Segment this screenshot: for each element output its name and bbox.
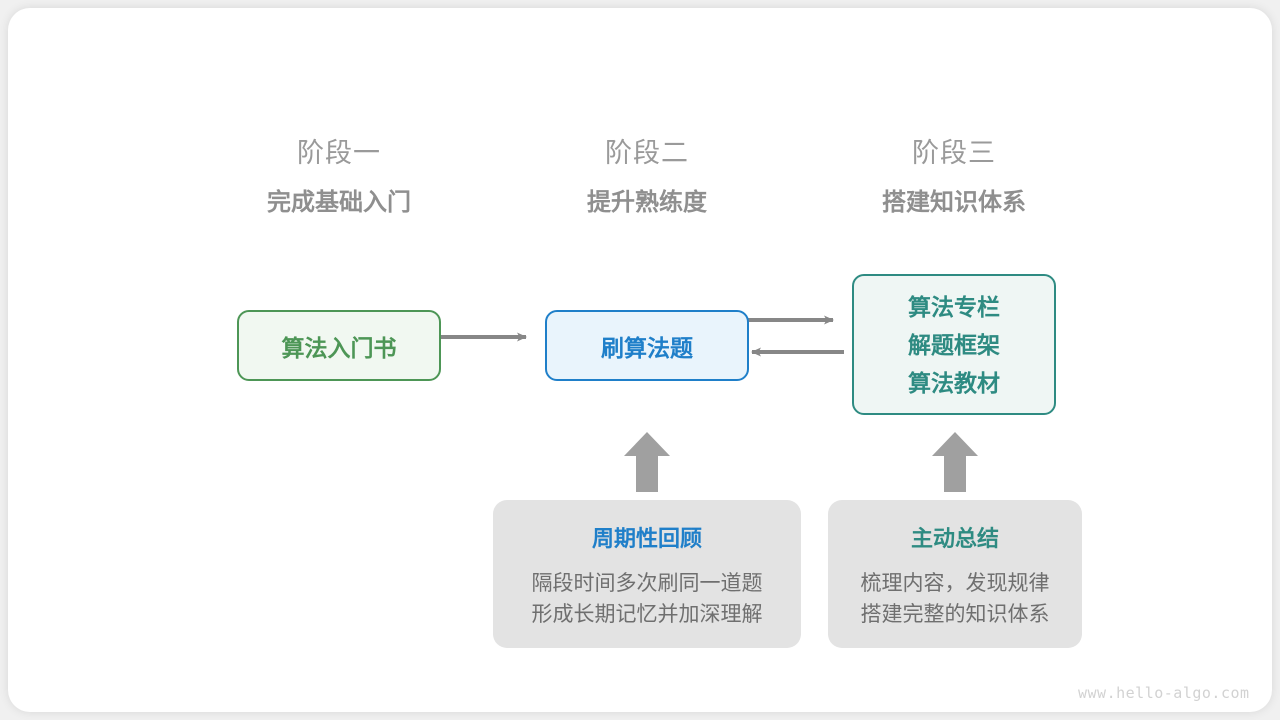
node-intro-book[interactable]: 算法入门书	[237, 310, 441, 381]
note-active-summary-body-line-2: 搭建完整的知识体系	[860, 603, 1050, 626]
note-periodic-review-body-line-2: 形成长期记忆并加深理解	[531, 603, 763, 626]
note-periodic-review[interactable]: 周期性回顾 隔段时间多次刷同一道题 形成长期记忆并加深理解	[493, 500, 801, 648]
diagram-card: 阶段一 完成基础入门 阶段二 提升熟练度 阶段三 搭建知识体系	[8, 8, 1272, 712]
node-practice-problems-line-1: 刷算法题	[601, 334, 693, 361]
note-active-summary-body: 梳理内容，发现规律 搭建完整的知识体系	[828, 568, 1082, 630]
connector-review-to-practice	[624, 432, 670, 492]
node-resources-line-1: 算法专栏	[908, 293, 1000, 320]
stage-header-1: 阶段一 完成基础入门	[209, 134, 469, 220]
watermark: www.hello-algo.com	[1078, 684, 1250, 702]
note-periodic-review-title: 周期性回顾	[591, 526, 702, 551]
note-active-summary-title: 主动总结	[910, 526, 999, 551]
stage-header-2: 阶段二 提升熟练度	[517, 134, 777, 220]
note-active-summary-body-line-1: 梳理内容，发现规律	[860, 572, 1050, 595]
stage-title-1: 完成基础入门	[267, 189, 411, 216]
stage-title-2: 提升熟练度	[587, 189, 707, 216]
node-practice-problems[interactable]: 刷算法题	[545, 310, 749, 381]
node-resources[interactable]: 算法专栏 解题框架 算法教材	[852, 274, 1056, 415]
stage-number-3: 阶段三	[912, 138, 996, 168]
node-resources-line-3: 算法教材	[908, 369, 1000, 396]
stage-title-3: 搭建知识体系	[882, 189, 1026, 216]
note-periodic-review-body: 隔段时间多次刷同一道题 形成长期记忆并加深理解	[493, 568, 801, 630]
stage-number-1: 阶段一	[297, 138, 381, 168]
stage-header-3: 阶段三 搭建知识体系	[824, 134, 1084, 220]
note-active-summary[interactable]: 主动总结 梳理内容，发现规律 搭建完整的知识体系	[828, 500, 1082, 648]
note-periodic-review-body-line-1: 隔段时间多次刷同一道题	[531, 572, 763, 595]
connector-summary-to-resources	[932, 432, 978, 492]
node-resources-line-2: 解题框架	[908, 331, 1000, 358]
stage-number-2: 阶段二	[605, 138, 689, 168]
node-intro-book-line-1: 算法入门书	[281, 334, 397, 361]
